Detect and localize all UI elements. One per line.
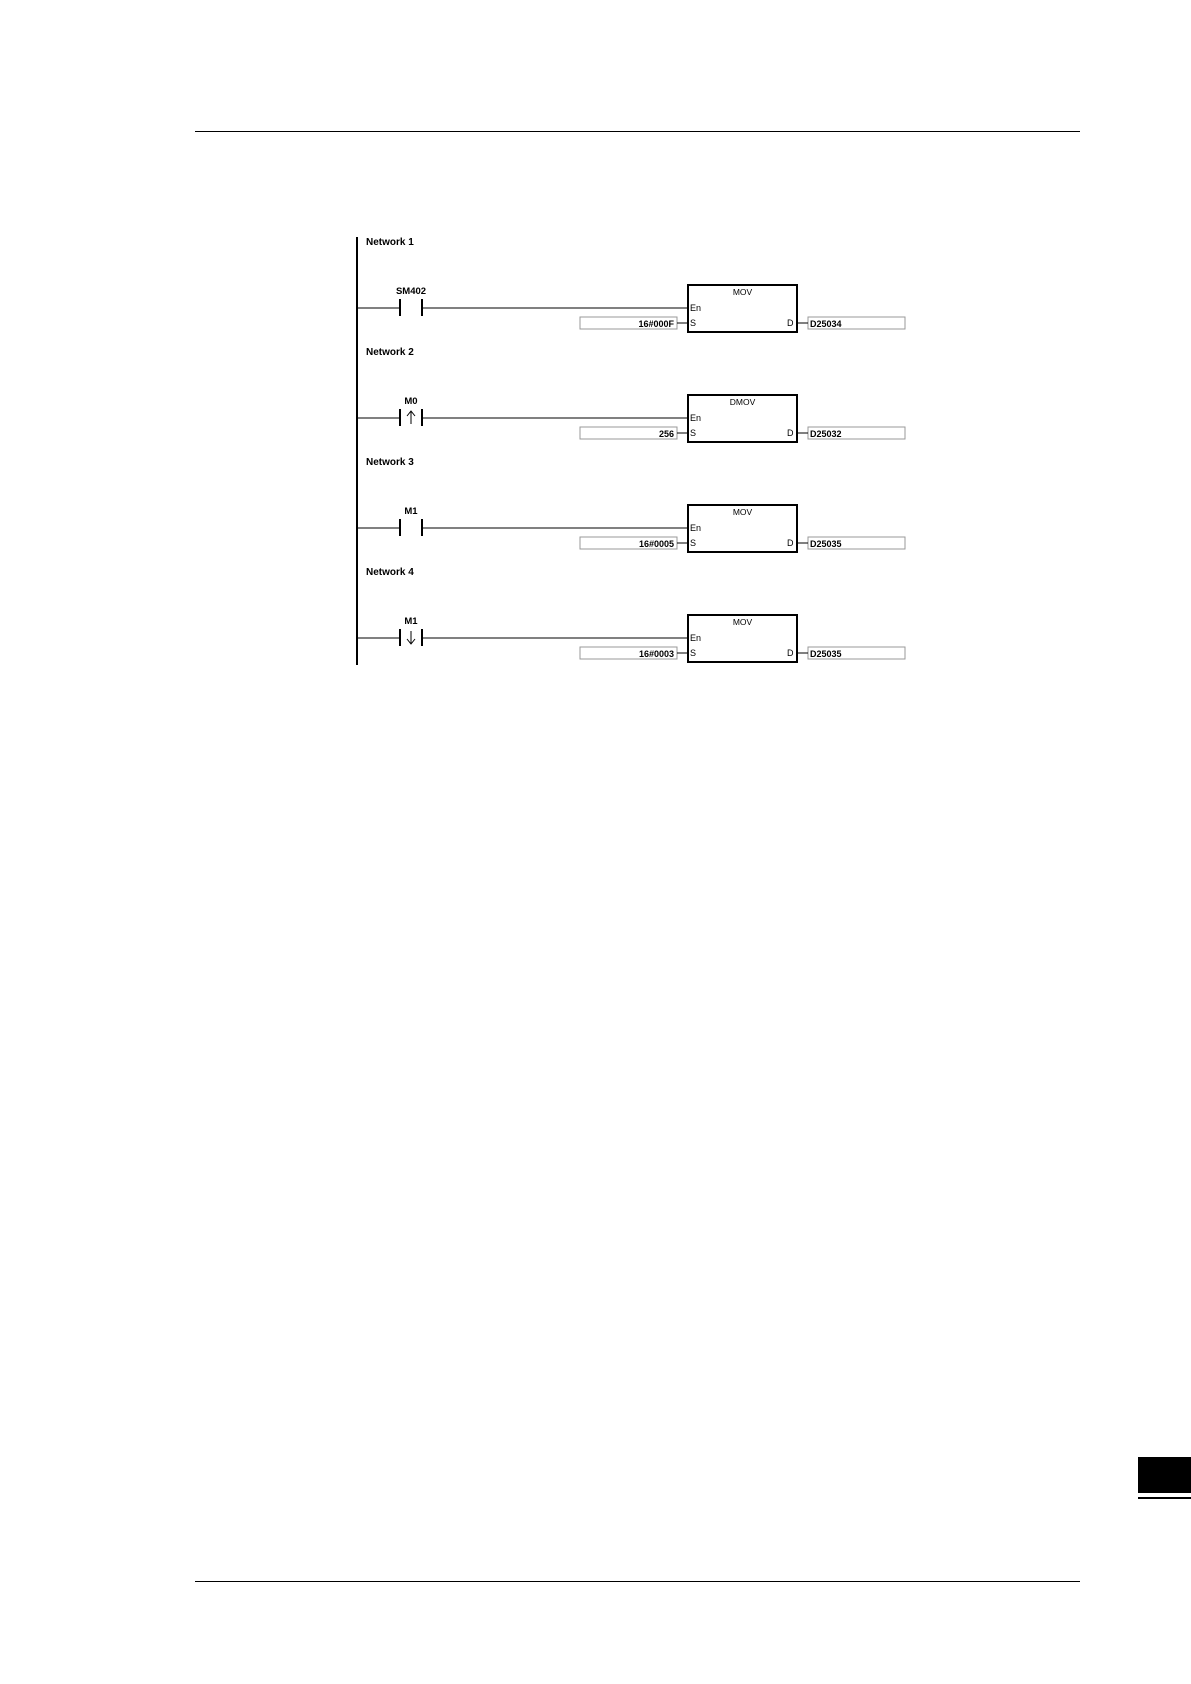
network-3: Network 3 M1 MOV EnS D 16#0005 D25035: [357, 457, 905, 552]
enable-pin-label: En: [690, 413, 701, 423]
instruction-name: DMOV: [730, 397, 756, 407]
dest-pin-label: D: [787, 318, 794, 328]
rising-edge-arrow-icon: [407, 411, 415, 424]
instruction-name: MOV: [733, 617, 753, 627]
instruction-name: MOV: [733, 287, 753, 297]
enable-pin-label: En: [690, 633, 701, 643]
destination-operand-value: D25034: [810, 319, 842, 329]
source-operand-value: 256: [659, 429, 674, 439]
dest-pin-label: D: [787, 428, 794, 438]
enable-pin-label: En: [690, 303, 701, 313]
destination-operand-value: D25032: [810, 429, 842, 439]
network-4: Network 4 M1 MOV EnS D 16#0003 D25035: [357, 567, 905, 662]
footer-rule: [195, 1581, 1080, 1582]
contact-label: M1: [404, 506, 418, 517]
dest-pin-label: D: [787, 648, 794, 658]
chapter-tab-marker: [1138, 1457, 1191, 1493]
network-title: Network 4: [366, 567, 414, 578]
dest-pin-label: D: [787, 538, 794, 548]
source-pin-label: S: [690, 428, 696, 438]
destination-operand-value: D25035: [810, 539, 842, 549]
network-title: Network 3: [366, 457, 414, 468]
source-operand-value: 16#0005: [639, 539, 674, 549]
source-operand-value: 16#0003: [639, 649, 674, 659]
source-pin-label: S: [690, 648, 696, 658]
network-1: Network 1 SM402 MOV EnS D 16#000F D25034: [357, 237, 905, 332]
enable-pin-label: En: [690, 523, 701, 533]
contact-label: M1: [404, 616, 418, 627]
instruction-name: MOV: [733, 507, 753, 517]
chapter-tab-underline: [1138, 1497, 1191, 1499]
falling-edge-arrow-icon: [407, 631, 415, 644]
contact-label: SM402: [396, 286, 426, 297]
network-title: Network 1: [366, 237, 414, 248]
network-2: Network 2 M0 DMOV EnS D 256 D25032: [357, 347, 905, 442]
destination-operand-value: D25035: [810, 649, 842, 659]
source-operand-value: 16#000F: [638, 319, 674, 329]
source-pin-label: S: [690, 538, 696, 548]
contact-label: M0: [404, 396, 417, 407]
source-pin-label: S: [690, 318, 696, 328]
network-title: Network 2: [366, 347, 414, 358]
